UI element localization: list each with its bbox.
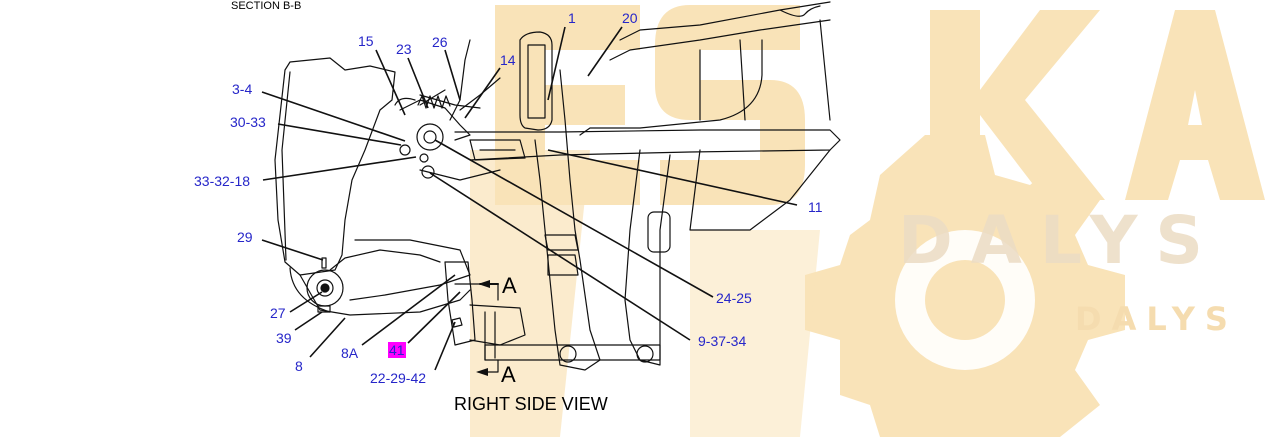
leader-1 [547,26,566,101]
watermark-middle-text: DALYS [898,202,1221,279]
leader-22-29-42 [434,321,456,371]
leader-30-33 [277,123,402,146]
callout-24-25: 24-25 [716,290,752,306]
watermark-letter-s [655,5,805,205]
callout-30-33: 30-33 [230,114,266,130]
callout-26: 26 [432,34,448,50]
leader-11 [547,149,798,206]
leader-23 [407,57,429,109]
callout-14: 14 [500,52,516,68]
section-mark-lower: A [501,362,516,387]
callout-41-highlight: 41 [388,342,406,358]
leader-8A [361,274,456,346]
callout-11: 11 [808,199,823,215]
leader-24-25 [434,139,714,298]
callout-29: 29 [237,229,253,245]
leader-29 [261,239,324,261]
leader-3-4 [261,91,406,142]
section-mark-upper: A [502,273,517,298]
callout-3-4: 3-4 [232,81,253,97]
callout-15: 15 [358,33,374,49]
callout-8: 8 [295,358,303,374]
section-title: SECTION B-B [231,0,302,12]
leader-14 [464,67,501,119]
leader-9-37-34 [429,172,691,341]
view-title: RIGHT SIDE VIEW [454,394,608,414]
callout-39: 39 [276,330,292,346]
callout-41: 41 [388,342,406,358]
leader-26 [444,49,461,101]
callout-20: 20 [622,10,638,26]
leader-39 [294,311,323,331]
leader-33-32-18 [262,156,417,181]
callout-9-37-34: 9-37-34 [698,333,747,349]
leader-15 [375,49,406,116]
callout-8A: 8A [341,345,359,361]
callout-33-32-18: 33-32-18 [194,173,251,189]
leader-27 [289,291,323,313]
leader-41 [407,291,461,344]
callout-22-29-42: 22-29-42 [370,370,427,386]
watermark-small-text: DALYS [1075,300,1238,338]
callout-23: 23 [396,41,412,57]
callout-1: 1 [568,10,576,26]
callout-27: 27 [270,305,286,321]
leader-20 [587,26,623,77]
watermark-letter-a [1125,10,1265,200]
leader-8 [309,317,346,358]
